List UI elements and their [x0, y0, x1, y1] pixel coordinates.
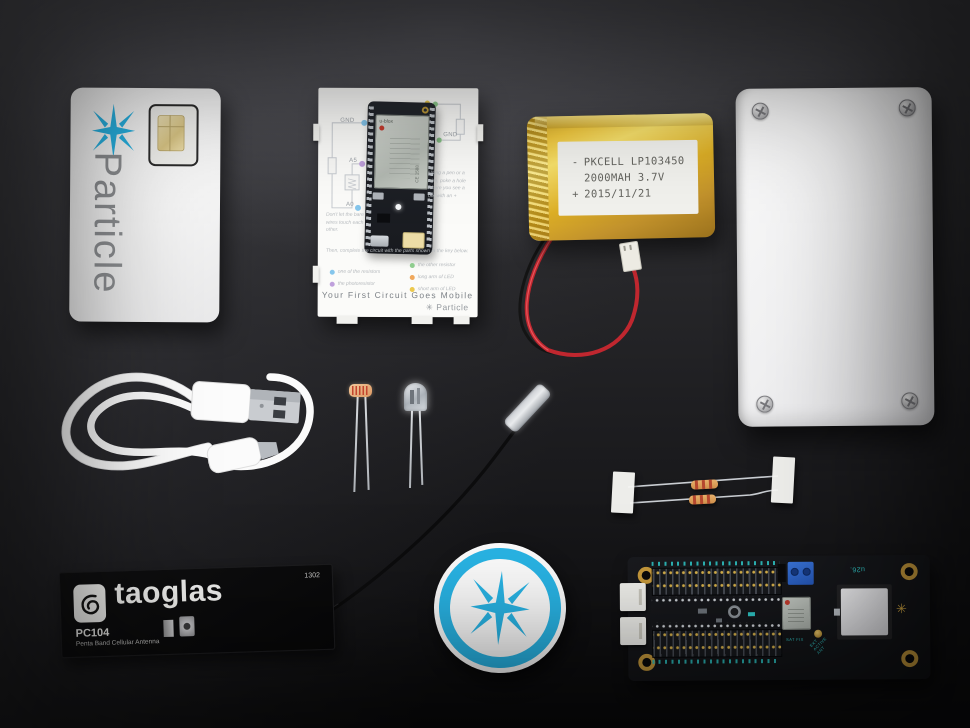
photoresistor	[349, 384, 372, 397]
smd-component	[747, 612, 755, 617]
antenna-batch-text: 1302	[304, 572, 321, 580]
header-socket-top	[651, 566, 782, 596]
usb-a-plug	[190, 381, 301, 424]
smd-component	[716, 618, 723, 623]
project-card: GND A5 A0 GND D6 u-blox CE 1588 Don't le…	[312, 87, 484, 325]
resistor	[690, 479, 719, 490]
usb-cable	[61, 372, 314, 474]
mounting-hole	[901, 650, 919, 668]
resistor-tape	[610, 471, 636, 514]
sat-fix-label: SAT FIX	[786, 636, 804, 642]
mounting-hole	[900, 563, 918, 581]
gps-module	[781, 596, 812, 630]
breakout-holes-bottom	[652, 621, 781, 628]
ext-active-ant-label: EXT ACTIVE ANT	[808, 635, 828, 655]
pin-labels-silk-top	[651, 560, 780, 566]
micro-usb-plug	[206, 437, 279, 474]
antenna-feed-pad	[163, 619, 174, 638]
breakout-holes-top	[651, 595, 780, 602]
battery-wires	[518, 231, 640, 358]
terminal-block	[787, 561, 814, 585]
taoglas-antenna: taoglas 1302 PC104 Penta Band Cellular A…	[58, 563, 336, 659]
pcb-jst-connector	[619, 582, 646, 612]
antenna-ufl-connector	[179, 616, 195, 637]
antenna-brand-text: taoglas	[113, 574, 224, 611]
gold-star-icon: ✳	[895, 601, 907, 617]
pcb-code-text: u26.	[849, 565, 865, 573]
particle-logo-icon	[91, 103, 136, 158]
particle-star-icon	[470, 571, 530, 645]
pin-labels-silk-bottom	[652, 658, 781, 664]
smd-component	[777, 563, 786, 583]
header-socket-bottom	[652, 628, 783, 658]
ir-led	[404, 383, 427, 411]
gps-patch-antenna	[836, 584, 893, 640]
tracker-pcb: u26. SAT FIX EXT ACTIVE ANT ✳	[619, 554, 931, 682]
smd-component	[697, 608, 707, 614]
resistor-tape	[770, 456, 796, 504]
inductor	[727, 605, 742, 619]
pcb-jst-connector	[619, 616, 647, 646]
resistor	[688, 494, 717, 505]
taoglas-logo-icon	[73, 583, 107, 623]
particle-sticker	[430, 539, 570, 677]
antenna-subtitle-text: Penta Band Cellular Antenna	[75, 638, 160, 648]
particle-sim-card: Particle	[69, 87, 221, 323]
antenna-model-text: PC104	[75, 626, 110, 640]
